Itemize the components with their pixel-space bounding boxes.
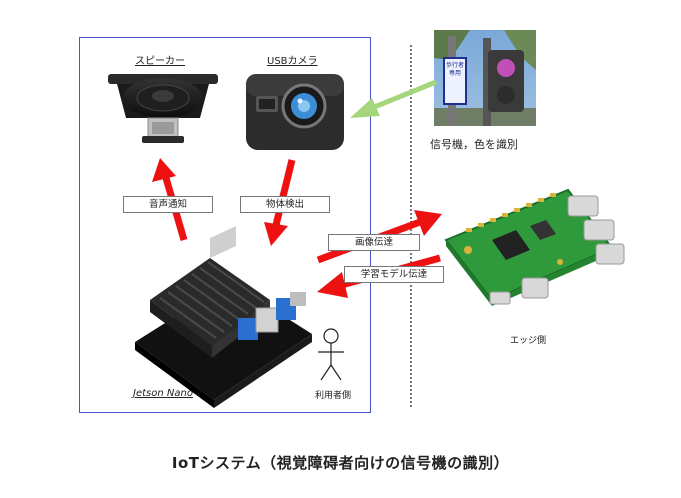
jetson-nano-icon [135,225,312,408]
speaker-label: スピーカー [135,56,185,67]
model-transfer-box: 学習モデル伝達 [344,266,444,283]
jetson-nano-label: Jetson Nano [133,388,193,399]
image-transfer-box: 画像伝達 [328,234,420,251]
arrow-camera-to-jetson [264,159,296,246]
usb-camera-icon [246,74,344,150]
traffic-signal-photo [434,30,536,126]
edge-board-icon [444,188,625,306]
signal-label: 信号機，色を識別 [430,138,518,151]
device-frame [79,37,371,413]
diagram-caption: IoTシステム（視覚障碍者向けの信号機の識別） [171,454,510,472]
speaker-icon [108,74,218,143]
audio-notify-box: 音声通知 [123,196,213,213]
user-figure-icon [318,328,344,381]
user-label: 利用者側 [315,391,352,401]
arrow-signal-to-camera [350,79,437,118]
object-detect-box: 物体検出 [240,196,330,213]
usb-camera-label: USBカメラ [267,56,318,67]
edge-label: エッジ側 [510,336,547,346]
signal-sign-text: 歩行者専用 [446,62,465,77]
